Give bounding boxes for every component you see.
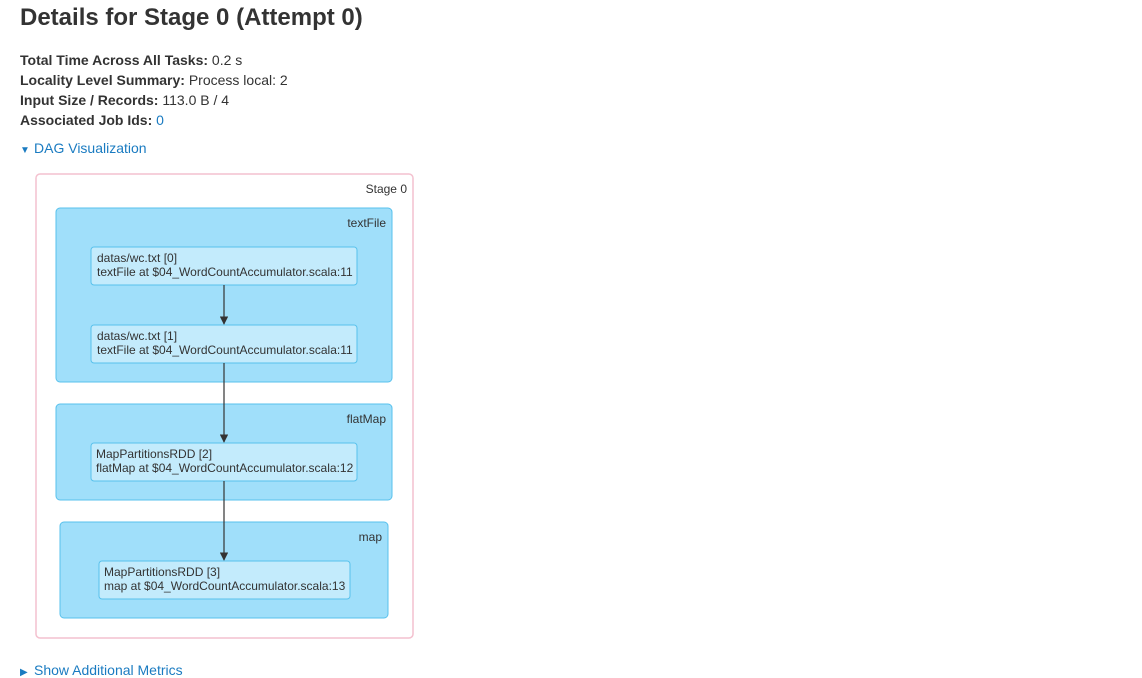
rdd-node-1-callsite: textFile at $04_WordCountAccumulator.sca… — [97, 343, 353, 357]
cluster-label-map: map — [359, 530, 383, 544]
additional-metrics-toggle[interactable]: ▶ Show Additional Metrics — [20, 660, 183, 678]
page-title: Details for Stage 0 (Attempt 0) — [20, 4, 363, 31]
summary-input-size-label: Input Size / Records: — [20, 92, 159, 108]
rdd-node-0-name: datas/wc.txt [0] — [97, 251, 177, 265]
caret-down-icon: ▼ — [20, 145, 30, 156]
cluster-label-textfile: textFile — [347, 216, 386, 230]
summary-total-time-value: 0.2 s — [211, 52, 243, 68]
summary-total-time: Total Time Across All Tasks: 0.2 s — [20, 50, 288, 70]
dag-visualization-label: DAG Visualization — [34, 140, 147, 156]
rdd-node-2-callsite: flatMap at $04_WordCountAccumulator.scal… — [96, 461, 354, 475]
summary-job-ids-label: Associated Job Ids: — [20, 112, 153, 128]
rdd-node-1-name: datas/wc.txt [1] — [97, 329, 177, 343]
summary-input-size-value: 113.0 B / 4 — [162, 92, 230, 108]
rdd-node-3-name: MapPartitionsRDD [3] — [104, 565, 220, 579]
summary-input-size: Input Size / Records: 113.0 B / 4 — [20, 90, 288, 110]
rdd-node-3-callsite: map at $04_WordCountAccumulator.scala:13 — [104, 579, 346, 593]
dag-visualization-toggle[interactable]: ▼ DAG Visualization — [20, 138, 147, 161]
stage-summary-list: Total Time Across All Tasks: 0.2 s Local… — [20, 50, 288, 130]
stage-cluster-label: Stage 0 — [366, 182, 408, 196]
summary-locality-value: Process local: 2 — [188, 72, 288, 88]
summary-job-ids: Associated Job Ids: 0 — [20, 110, 288, 130]
job-id-link[interactable]: 0 — [156, 112, 164, 128]
rdd-node-2-name: MapPartitionsRDD [2] — [96, 447, 212, 461]
cluster-label-flatmap: flatMap — [347, 412, 387, 426]
rdd-node-3[interactable] — [98, 560, 351, 600]
summary-total-time-label: Total Time Across All Tasks: — [20, 52, 209, 68]
summary-locality: Locality Level Summary: Process local: 2 — [20, 70, 288, 90]
rdd-node-0-callsite: textFile at $04_WordCountAccumulator.sca… — [97, 265, 353, 279]
summary-locality-label: Locality Level Summary: — [20, 72, 185, 88]
caret-right-icon: ▶ — [20, 667, 28, 678]
additional-metrics-label: Show Additional Metrics — [34, 662, 183, 678]
